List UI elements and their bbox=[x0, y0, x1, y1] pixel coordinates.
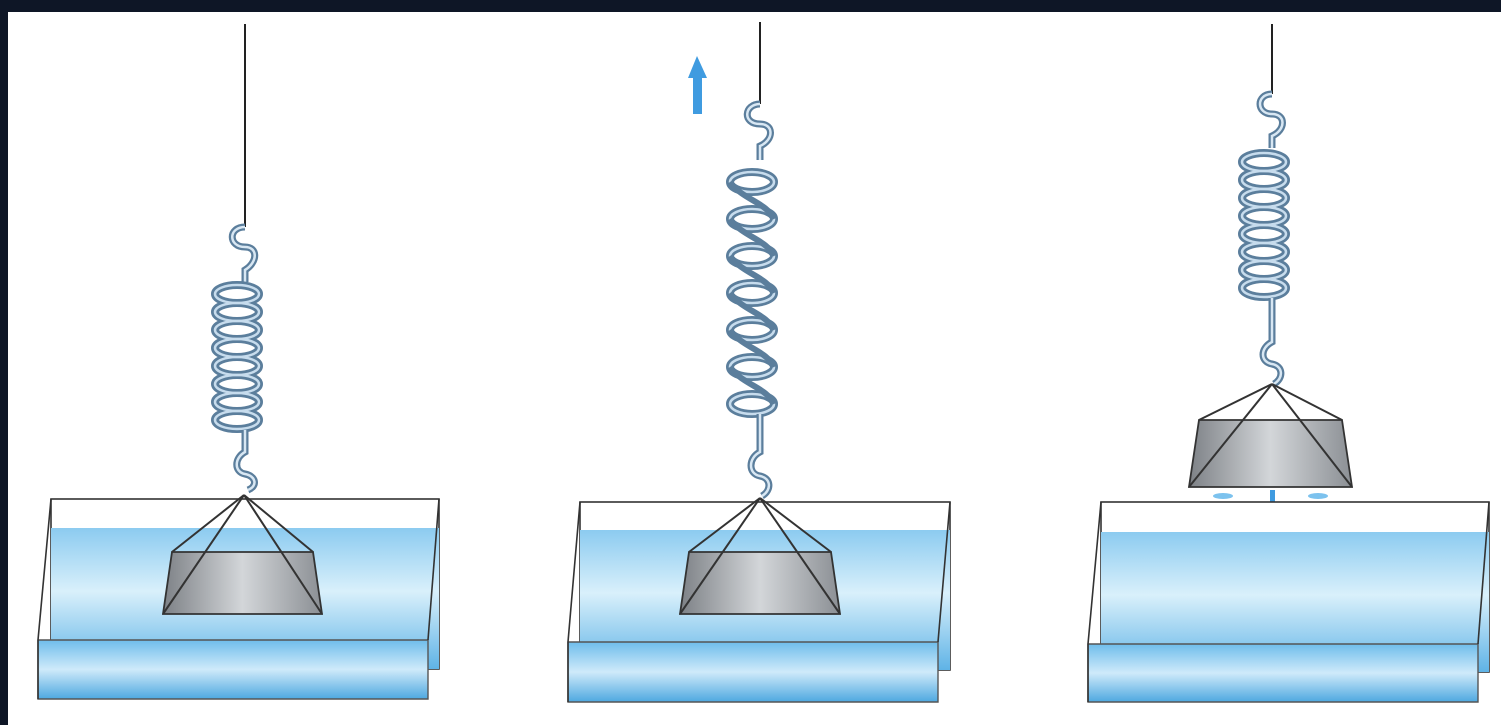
spring-coil bbox=[730, 172, 774, 414]
water-drips bbox=[1213, 490, 1328, 502]
lifted-weight bbox=[1189, 384, 1352, 487]
panel-left bbox=[38, 24, 439, 699]
submerged-weight bbox=[680, 498, 840, 614]
panel-right bbox=[1088, 24, 1489, 702]
water-tank bbox=[1088, 502, 1489, 702]
up-arrow-icon bbox=[688, 56, 707, 114]
spring-water-figure bbox=[8, 12, 1501, 725]
submerged-weight bbox=[163, 495, 322, 614]
spring-coil bbox=[215, 285, 259, 429]
panel-middle bbox=[568, 22, 950, 702]
figure-canvas bbox=[8, 12, 1501, 725]
top-hook bbox=[232, 227, 255, 282]
spring-coil bbox=[1242, 153, 1286, 297]
